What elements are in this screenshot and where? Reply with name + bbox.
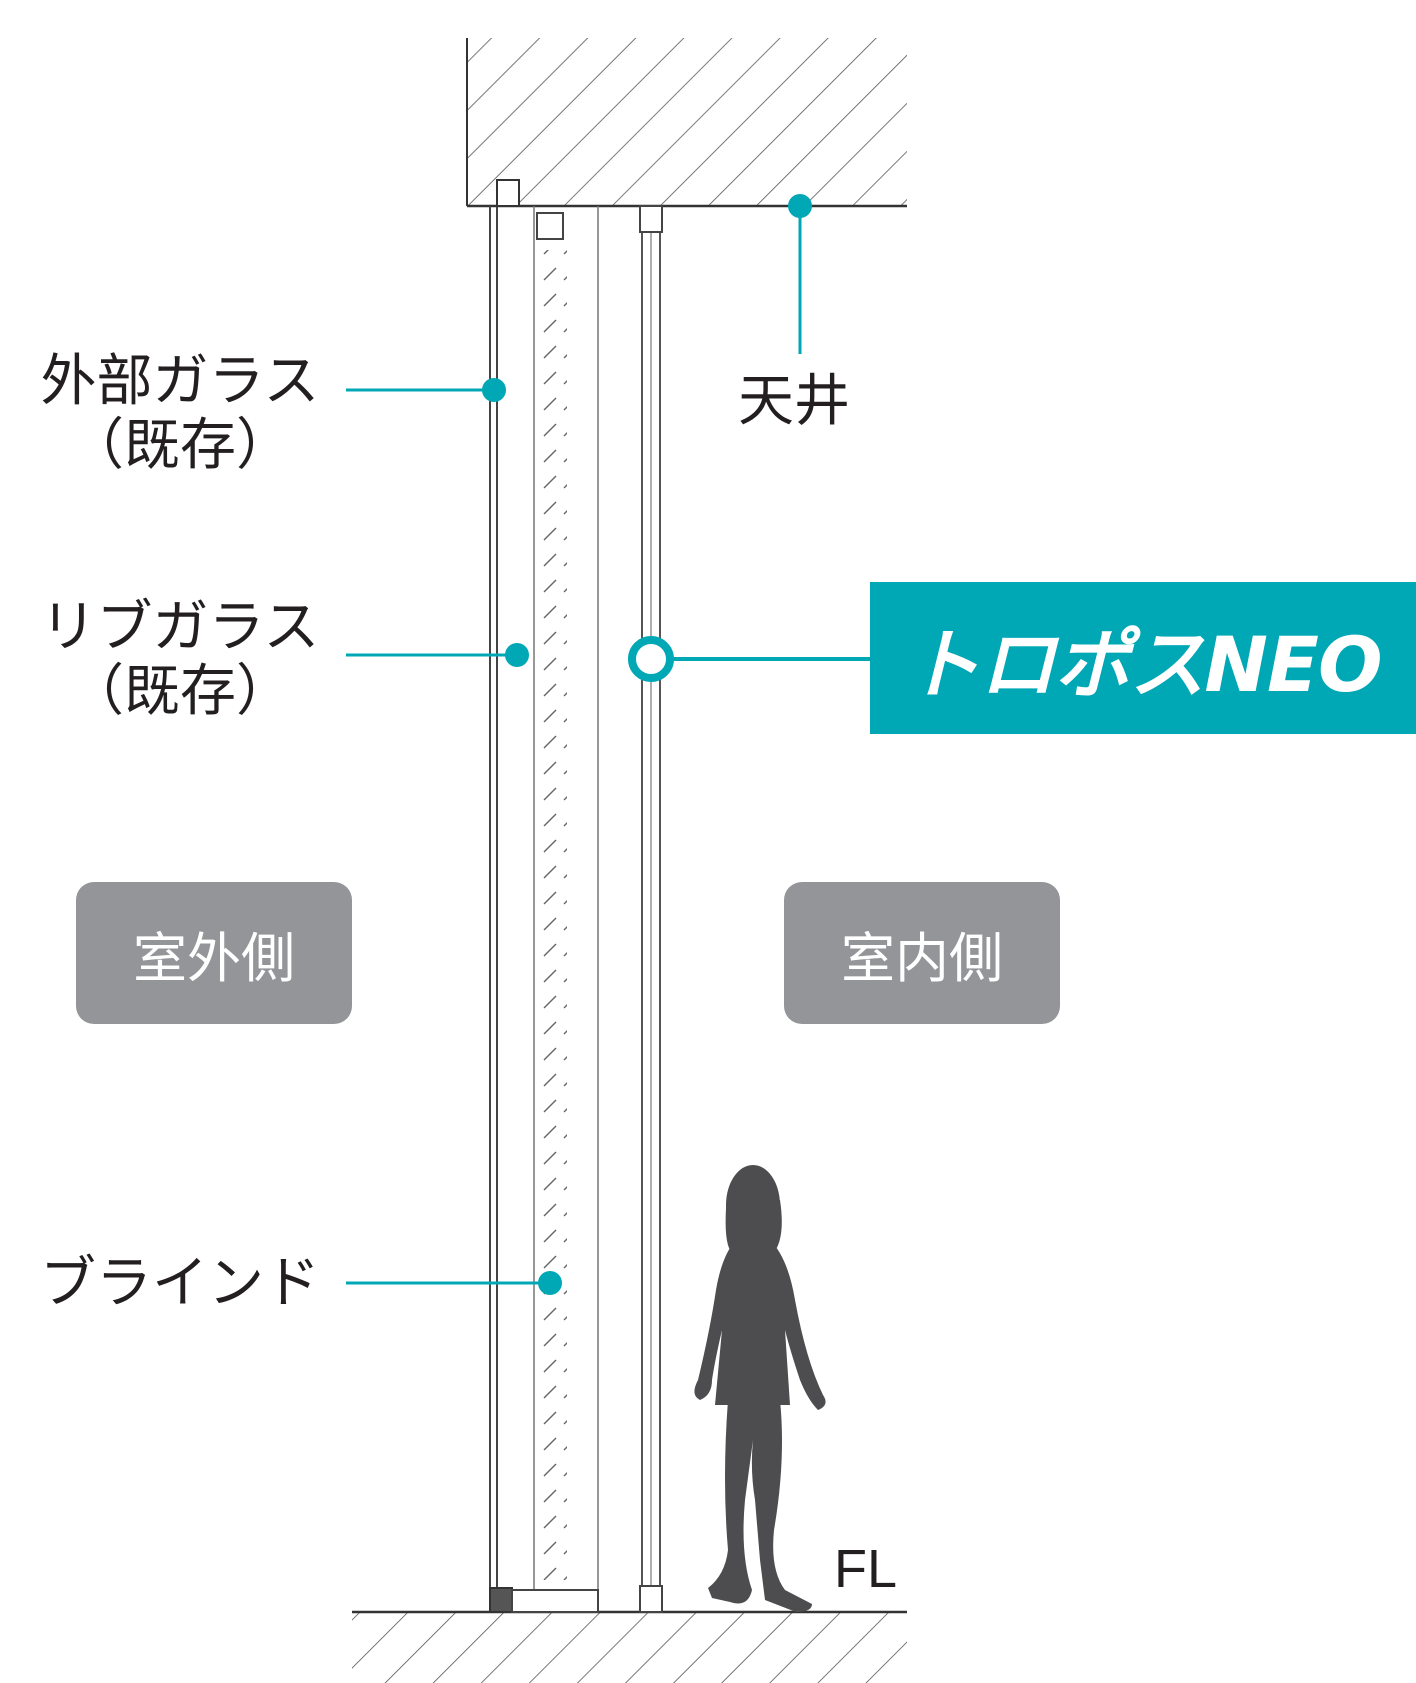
leader-tropos-neo	[628, 636, 872, 682]
outer-glass-label-line1: 外部ガラス	[40, 349, 320, 414]
tropos-neo-badge: トロポスNEO	[870, 582, 1416, 734]
rib-glass-label-line2: （既存）	[68, 659, 292, 724]
floor-level-label: FL	[834, 1539, 898, 1599]
outdoor-side-tag: 室外側	[76, 882, 352, 1024]
leader-rib-glass	[346, 643, 529, 667]
leader-ceiling	[788, 194, 812, 354]
person-silhouette-icon	[694, 1165, 826, 1612]
tropos-neo-film	[639, 205, 663, 1613]
outer-glass-label: 外部ガラス （既存）	[20, 350, 340, 478]
ceiling-label: 天井	[738, 369, 850, 434]
rib-glass	[511, 206, 599, 1613]
rib-glass-label-line1: リブガラス	[40, 595, 320, 660]
blind	[543, 250, 567, 1580]
blind-label: ブラインド	[40, 1251, 320, 1316]
leader-outer-glass	[346, 378, 506, 402]
floor-slab	[352, 1610, 907, 1683]
rib-glass-label: リブガラス （既存）	[20, 596, 340, 724]
leader-blind	[346, 1271, 562, 1295]
outer-glass-label-line2: （既存）	[68, 413, 292, 478]
indoor-side-tag: 室内側	[784, 882, 1060, 1024]
ceiling-slab	[466, 38, 907, 208]
